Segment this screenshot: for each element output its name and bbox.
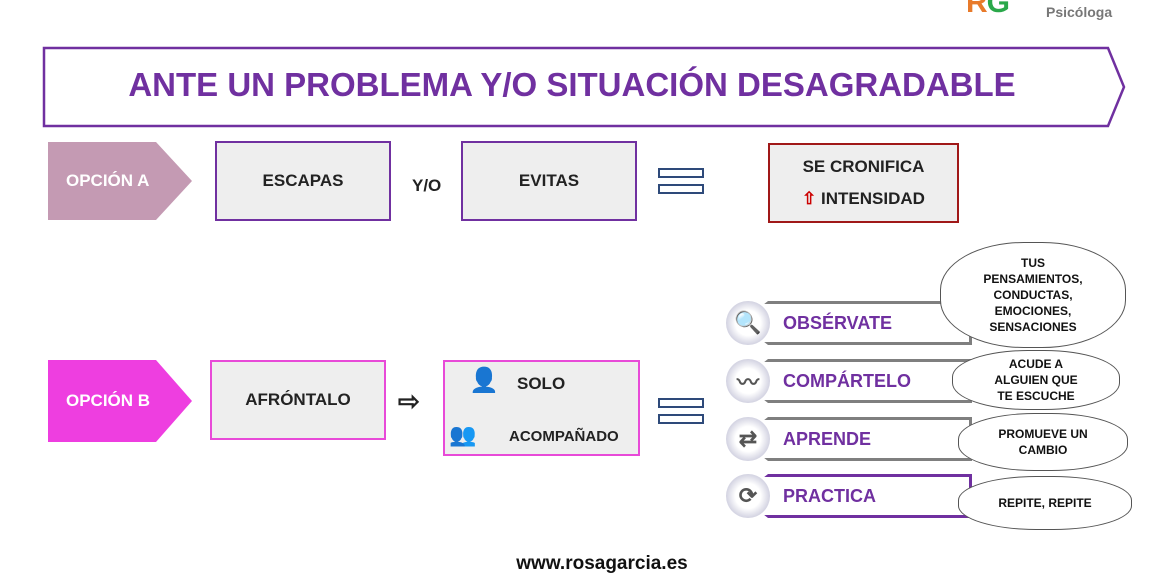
note-cloud-2: ACUDE A ALGUIEN QUE TE ESCUCHE bbox=[952, 350, 1120, 410]
afrontalo-box: AFRÓNTALO bbox=[210, 360, 386, 440]
result-line-1: SE CRONIFICA bbox=[802, 157, 925, 176]
note-cloud-1: TUS PENSAMIENTOS, CONDUCTAS, EMOCIONES, … bbox=[940, 242, 1126, 348]
page-title: ANTE UN PROBLEMA Y/O SITUACIÓN DESAGRADA… bbox=[128, 66, 1016, 103]
evitas-box: EVITAS bbox=[461, 141, 637, 221]
exchange-icon: ⇄ bbox=[726, 417, 770, 461]
footer-url[interactable]: www.rosagarcia.es bbox=[516, 553, 688, 574]
option-a-label: OPCIÓN A bbox=[48, 142, 192, 220]
support-box: 👤 SOLO 👥 ACOMPAÑADO bbox=[443, 360, 640, 456]
step-practica: PRACTICA bbox=[740, 474, 972, 518]
step-compartelo: COMPÁRTELO bbox=[740, 359, 972, 403]
result-line-2-text: INTENSIDAD bbox=[821, 189, 925, 208]
step-observate: OBSÉRVATE bbox=[740, 301, 972, 345]
acompanado-text: ACOMPAÑADO bbox=[509, 428, 619, 445]
result-box: SE CRONIFICA ⇧ INTENSIDAD bbox=[768, 143, 959, 223]
option-b-label: OPCIÓN B bbox=[48, 360, 192, 442]
group-icon: 👥 bbox=[449, 422, 477, 447]
magnifier-icon: 🔍 bbox=[726, 301, 770, 345]
equals-icon-b bbox=[658, 398, 704, 424]
connector-text: Y/O bbox=[412, 176, 442, 195]
note-cloud-3: PROMUEVE UN CAMBIO bbox=[958, 413, 1128, 471]
solo-text: SOLO bbox=[517, 374, 566, 393]
logo: RG bbox=[966, 0, 1010, 19]
refresh-icon: ⟳ bbox=[726, 474, 770, 518]
equals-icon bbox=[658, 168, 704, 194]
escapas-box: ESCAPAS bbox=[215, 141, 391, 221]
soundwave-icon: 〰 bbox=[726, 359, 770, 403]
result-line-2: ⇧ INTENSIDAD bbox=[802, 189, 925, 209]
note-cloud-4: REPITE, REPITE bbox=[958, 476, 1132, 530]
arrow-icon: ⇨ bbox=[398, 386, 420, 416]
step-aprende: APRENDE bbox=[740, 417, 972, 461]
up-arrow-icon: ⇧ bbox=[802, 189, 817, 208]
person-icon: 👤 bbox=[469, 367, 499, 394]
logo-subtitle: Psicóloga bbox=[1046, 4, 1113, 20]
title-banner: ANTE UN PROBLEMA Y/O SITUACIÓN DESAGRADA… bbox=[42, 46, 1126, 128]
